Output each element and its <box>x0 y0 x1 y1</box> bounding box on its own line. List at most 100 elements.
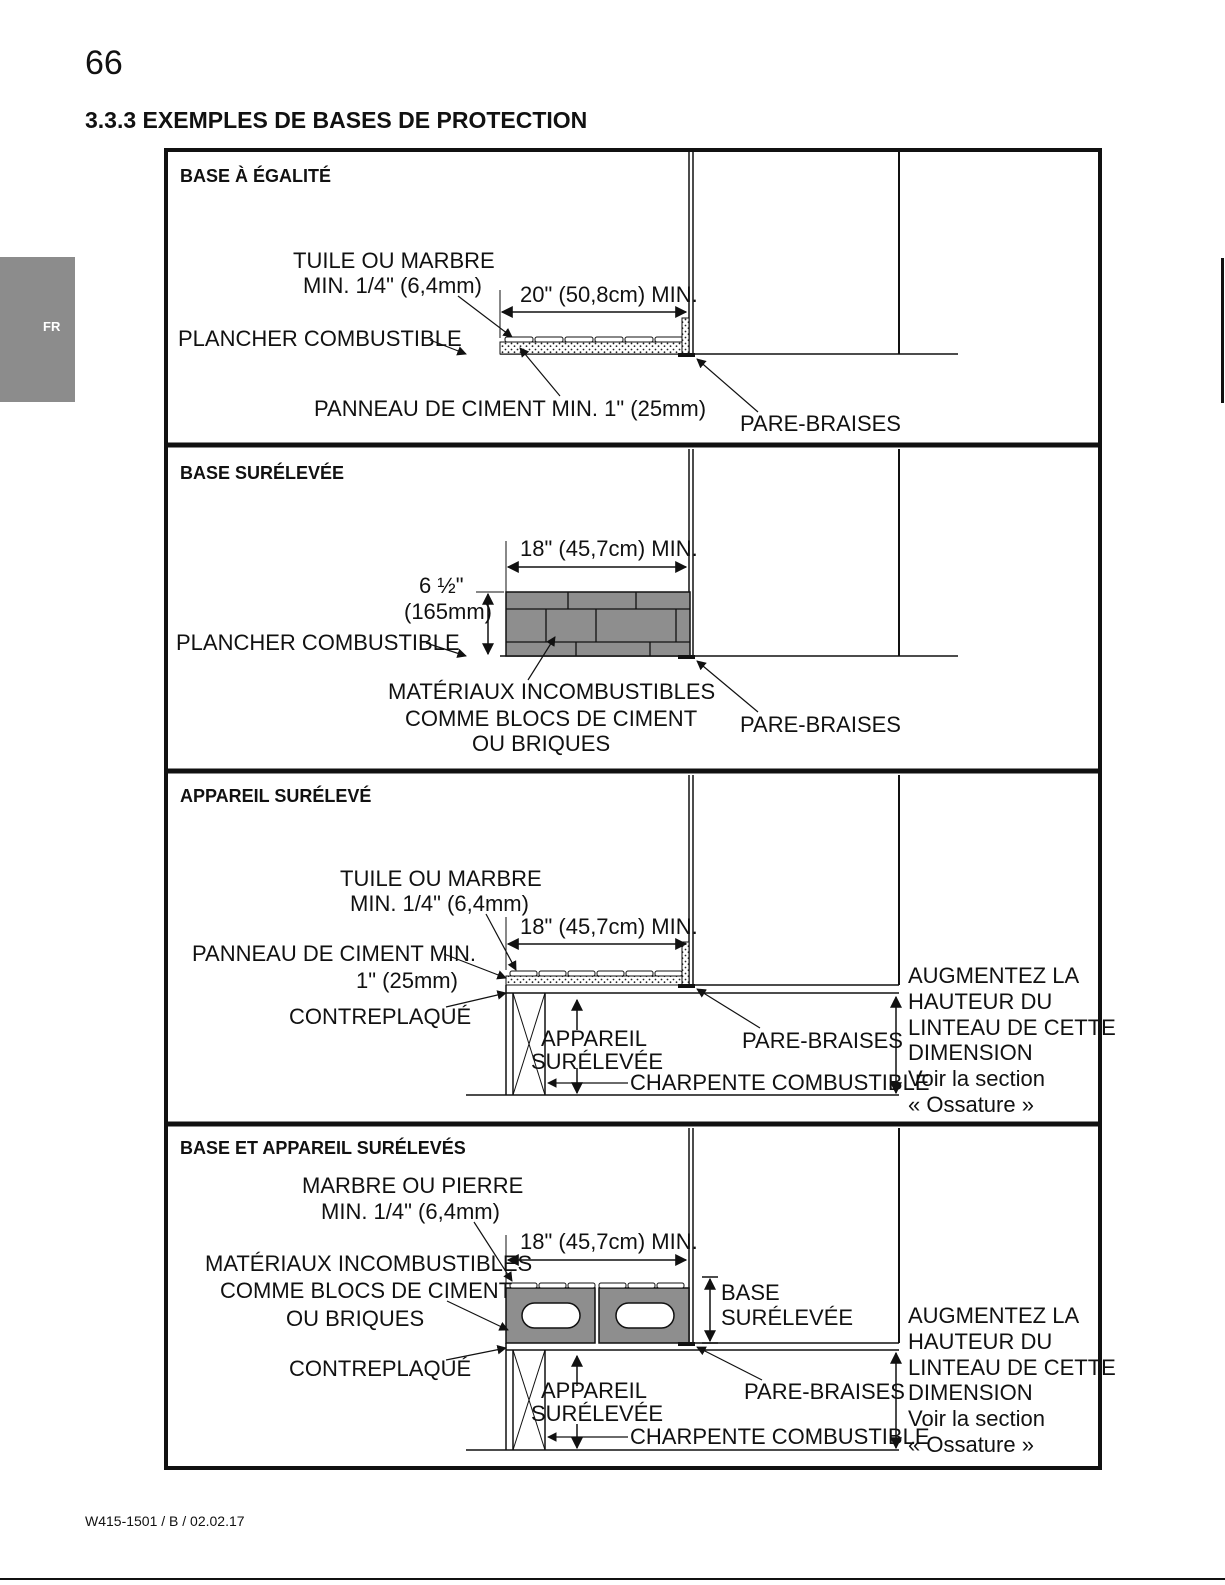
tile <box>538 970 567 977</box>
label-cement-board: 1" (25mm) <box>356 968 458 993</box>
label-framing: CHARPENTE COMBUSTIBLE <box>630 1070 930 1095</box>
block-core <box>521 1302 581 1329</box>
tile <box>625 970 654 977</box>
label-material: OU BRIQUES <box>286 1306 424 1331</box>
bottom-rule <box>0 1578 1225 1580</box>
leader-line <box>696 660 759 713</box>
label-material: OU BRIQUES <box>472 731 610 756</box>
note-text: HAUTEUR DU <box>908 1329 1052 1354</box>
label-raised-appliance: APPAREIL <box>541 1026 647 1051</box>
tile <box>654 970 683 977</box>
note-text: « Ossature » <box>908 1432 1034 1457</box>
tile <box>654 336 684 343</box>
panel-title: BASE ET APPAREIL SURÉLEVÉS <box>180 1137 466 1158</box>
document-code: W415-1501 / B / 02.02.17 <box>85 1513 245 1529</box>
tile <box>534 336 564 343</box>
label-material: COMME BLOCS DE CIMENT <box>220 1278 512 1303</box>
label-floor: PLANCHER COMBUSTIBLE <box>178 326 462 351</box>
label-raised-appliance: APPAREIL <box>541 1378 647 1403</box>
joist-brace <box>512 1349 546 1451</box>
leader-line <box>445 1344 507 1361</box>
note-text: LINTEAU DE CETTE <box>908 1015 1116 1040</box>
label-ember-strip: PARE-BRAISES <box>740 712 901 737</box>
ember-strip <box>678 655 695 659</box>
label-tile: TUILE OU MARBRE <box>293 248 495 273</box>
page-number: 66 <box>85 44 123 82</box>
section-title: 3.3.3 EXEMPLES DE BASES DE PROTECTION <box>85 107 588 133</box>
stone-tile <box>656 1282 685 1289</box>
label-stone: MARBRE OU PIERRE <box>302 1173 523 1198</box>
leader-line <box>519 347 561 397</box>
wall-facing <box>681 317 690 355</box>
brick-base <box>505 591 691 657</box>
panel-raised-base: BASE SURÉLEVÉE 18" (45,7cm) MIN. 6 ½" (1… <box>176 449 958 756</box>
dimension-label: 18" (45,7cm) MIN. <box>520 536 698 561</box>
language-tab: FR <box>0 257 75 402</box>
panel-title: BASE À ÉGALITÉ <box>180 165 331 186</box>
leader-line <box>485 913 517 971</box>
tile <box>509 970 538 977</box>
leader-line <box>696 358 759 413</box>
label-tile-min: MIN. 1/4" (6,4mm) <box>350 891 529 916</box>
note-text: DIMENSION <box>908 1380 1033 1405</box>
label-material: COMME BLOCS DE CIMENT <box>405 706 697 731</box>
dimension-label: 18" (45,7cm) MIN. <box>520 914 698 939</box>
note-text: AUGMENTEZ LA <box>908 1303 1079 1328</box>
joist-brace <box>512 992 546 1096</box>
panel-title: BASE SURÉLEVÉE <box>180 462 344 483</box>
stone-tile <box>538 1282 567 1289</box>
stone-tile <box>598 1282 627 1289</box>
panel-flush-base: BASE À ÉGALITÉ 20" (50,8cm) MIN. TUILE O… <box>178 152 958 436</box>
label-height-mm: (165mm) <box>404 599 492 624</box>
brick-joints <box>506 592 690 656</box>
note-text: Voir la section <box>908 1406 1045 1431</box>
leader-line <box>457 295 513 338</box>
label-material: MATÉRIAUX INCOMBUSTIBLES <box>205 1251 532 1276</box>
tile <box>624 336 654 343</box>
label-raised-base: BASE <box>721 1280 780 1305</box>
dimension-label: 20" (50,8cm) MIN. <box>520 282 698 307</box>
leader-line <box>429 339 467 356</box>
leader-line <box>696 1346 763 1381</box>
label-cement-board: PANNEAU DE CIMENT MIN. <box>192 941 476 966</box>
label-stone-min: MIN. 1/4" (6,4mm) <box>321 1199 500 1224</box>
ember-strip <box>678 984 695 988</box>
panel-title: APPAREIL SURÉLEVÉ <box>180 785 371 806</box>
stone-tile <box>567 1282 596 1289</box>
note-text: AUGMENTEZ LA <box>908 963 1079 988</box>
tile <box>567 970 596 977</box>
stone-tile <box>627 1282 656 1289</box>
edge-mark <box>1221 258 1224 403</box>
leader-line <box>425 642 467 658</box>
stone-tile <box>509 1282 538 1289</box>
note-text: « Ossature » <box>908 1092 1034 1117</box>
label-raised-appliance: SURÉLEVÉE <box>531 1401 663 1426</box>
dimension-label: 18" (45,7cm) MIN. <box>520 1229 698 1254</box>
panel-raised-appliance: APPAREIL SURÉLEVÉ 18" (45,7cm) MIN. TUIL… <box>180 775 1116 1117</box>
diagram-frame <box>164 148 1102 1470</box>
leader-line <box>527 636 556 681</box>
tile <box>564 336 594 343</box>
label-height: 6 ½" <box>419 573 464 598</box>
label-ember-strip: PARE-BRAISES <box>744 1379 905 1404</box>
ember-strip <box>678 353 695 357</box>
language-tab-label: FR <box>43 319 61 334</box>
tile <box>596 970 625 977</box>
tile <box>504 336 534 343</box>
label-raised-base: SURÉLEVÉE <box>721 1305 853 1330</box>
ember-strip <box>678 1342 695 1346</box>
note-text: LINTEAU DE CETTE <box>908 1355 1116 1380</box>
block-core <box>615 1302 675 1329</box>
cement-board-layer <box>505 975 690 986</box>
label-ember-strip: PARE-BRAISES <box>742 1028 903 1053</box>
label-plywood: CONTREPLAQUÉ <box>289 1356 471 1381</box>
label-framing: CHARPENTE COMBUSTIBLE <box>630 1424 930 1449</box>
label-tile: TUILE OU MARBRE <box>340 866 542 891</box>
label-material: MATÉRIAUX INCOMBUSTIBLES <box>388 679 715 704</box>
note-text: Voir la section <box>908 1066 1045 1091</box>
leader-line <box>446 1300 509 1331</box>
label-floor: PLANCHER COMBUSTIBLE <box>176 630 460 655</box>
leader-line <box>473 1221 513 1282</box>
label-ember-strip: PARE-BRAISES <box>740 411 901 436</box>
